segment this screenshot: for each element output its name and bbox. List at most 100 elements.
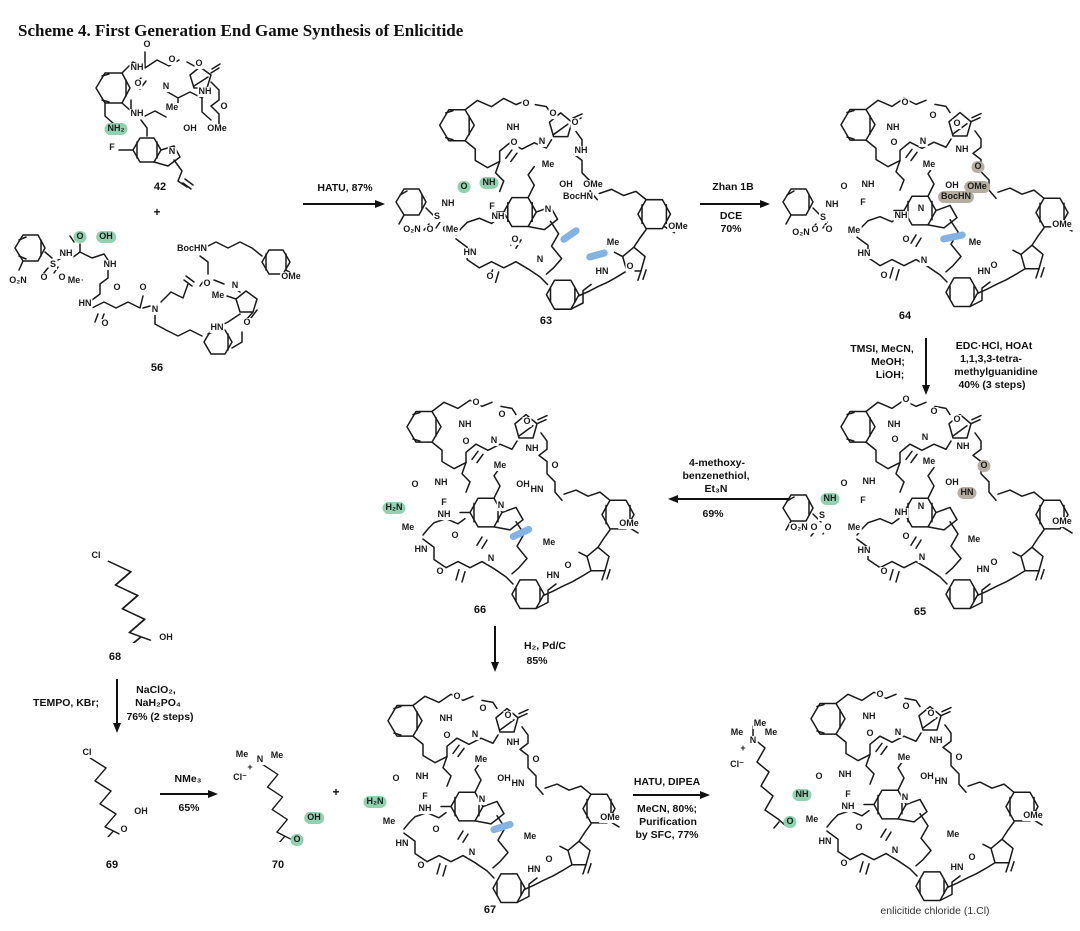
atom-label: BocHN bbox=[561, 191, 595, 202]
atom-label: O bbox=[900, 97, 910, 108]
atom-label: HN bbox=[976, 266, 992, 277]
atom-label: Me bbox=[605, 237, 621, 248]
atom-label: O₂N bbox=[402, 224, 422, 235]
atom-label: HN bbox=[594, 266, 610, 277]
reagent-label: methylguanidine bbox=[954, 366, 1038, 378]
atom-label: NH bbox=[840, 801, 856, 812]
atom-label: HN bbox=[462, 247, 478, 258]
atom-label: Me bbox=[269, 750, 285, 761]
arrow-head bbox=[113, 723, 121, 733]
atom-label: OH bbox=[919, 771, 935, 782]
atom-label: O bbox=[531, 754, 541, 765]
atom-label: N bbox=[255, 754, 265, 765]
atom-label: O bbox=[133, 78, 143, 89]
atom-label: Me bbox=[444, 224, 460, 235]
atom-label: BocHN bbox=[175, 243, 209, 254]
atom-label: N bbox=[920, 432, 930, 443]
atom-label: N bbox=[543, 204, 553, 215]
atom-label: N bbox=[161, 81, 171, 92]
atom-label: O bbox=[879, 566, 889, 577]
atom-label: HN bbox=[856, 545, 872, 556]
atom-label: O bbox=[810, 224, 820, 235]
reagent-label: NMe₃ bbox=[174, 773, 202, 785]
atom-label: N bbox=[150, 304, 160, 315]
atom-label: N bbox=[916, 203, 926, 214]
atom-label: O bbox=[478, 703, 488, 714]
atom-label: Me bbox=[896, 752, 912, 763]
atom-label: F bbox=[844, 789, 852, 800]
atom-label: Me bbox=[540, 159, 556, 170]
atom-label: O bbox=[926, 708, 936, 719]
atom-label: F bbox=[488, 201, 496, 212]
atom-label: HN bbox=[529, 484, 545, 495]
compound-number: 64 bbox=[898, 310, 912, 322]
atom-label: N bbox=[890, 845, 900, 856]
atom-label: NH bbox=[129, 108, 145, 119]
compound-number: 56 bbox=[150, 362, 164, 374]
atom-label: Me bbox=[473, 754, 489, 765]
atom-label: HN bbox=[510, 778, 526, 789]
atom-label: O bbox=[809, 522, 819, 533]
atom-label: O bbox=[100, 318, 110, 329]
reaction-arrow bbox=[160, 793, 210, 795]
atom-label: O bbox=[202, 278, 212, 289]
atom-label: Cl bbox=[90, 550, 102, 561]
atom-label: Me bbox=[210, 290, 226, 301]
atom-label: OH bbox=[133, 806, 149, 817]
arrow-head bbox=[375, 200, 385, 208]
atom-label: HN bbox=[209, 322, 225, 333]
atom-label: N bbox=[918, 136, 928, 147]
reagent-label: 85% bbox=[526, 655, 548, 667]
arrow-head bbox=[491, 662, 499, 672]
structure-skeleton-hexchain bbox=[68, 745, 158, 837]
atom-label: O bbox=[550, 460, 560, 471]
atom-label: F bbox=[859, 197, 867, 208]
atom-label: Me bbox=[66, 275, 82, 286]
atom-label: N bbox=[537, 136, 547, 147]
atom-label: O bbox=[450, 530, 460, 541]
atom-label: O bbox=[497, 409, 507, 420]
reaction-arrow bbox=[633, 794, 702, 796]
atom-label: O bbox=[901, 394, 911, 405]
atom-label: O bbox=[452, 691, 462, 702]
atom-label: O bbox=[435, 566, 445, 577]
atom-label: OH bbox=[158, 632, 174, 643]
atom-label: NH bbox=[860, 179, 876, 190]
reaction-arrow bbox=[700, 203, 762, 205]
atom-label: N bbox=[917, 552, 927, 563]
atom-label: HN bbox=[817, 836, 833, 847]
atom-label: NH bbox=[417, 803, 433, 814]
atom-label: O bbox=[442, 730, 452, 741]
reagent-label: Purification bbox=[639, 816, 697, 828]
plus-sign: + bbox=[153, 205, 161, 219]
atom-label: BocHN bbox=[937, 191, 975, 203]
reaction-arrow bbox=[303, 203, 377, 205]
atom-label: Me bbox=[729, 727, 745, 738]
atom-label: NH bbox=[861, 476, 877, 487]
atom-label: OMe bbox=[206, 123, 228, 134]
reagent-label: H₂, Pd/C bbox=[524, 640, 566, 652]
atom-label: OMe bbox=[280, 271, 302, 282]
atom-label: O bbox=[929, 406, 939, 417]
atom-label: F bbox=[859, 495, 867, 506]
atom-label: Me bbox=[921, 159, 937, 170]
atom-label: Me bbox=[234, 749, 250, 760]
atom-label: H₂N bbox=[363, 796, 387, 808]
atom-label: NH bbox=[440, 198, 456, 209]
atom-label: O bbox=[457, 181, 471, 193]
compound-number: 68 bbox=[108, 651, 122, 663]
atom-label: NH bbox=[928, 735, 944, 746]
atom-label: HN bbox=[77, 298, 93, 309]
atom-label: Cl⁻ bbox=[232, 772, 248, 783]
atom-label: O bbox=[875, 689, 885, 700]
atom-label: OH bbox=[182, 123, 198, 134]
atom-label: N bbox=[900, 792, 910, 803]
atom-label: O bbox=[219, 101, 229, 112]
atom-label: Me bbox=[164, 102, 180, 113]
compound-number: 65 bbox=[913, 606, 927, 618]
atom-label: N bbox=[919, 255, 929, 266]
atom-label: NH bbox=[58, 248, 74, 259]
compound-number: 42 bbox=[153, 181, 167, 193]
atom-label: O bbox=[39, 272, 49, 283]
atom-label: Me bbox=[945, 829, 961, 840]
